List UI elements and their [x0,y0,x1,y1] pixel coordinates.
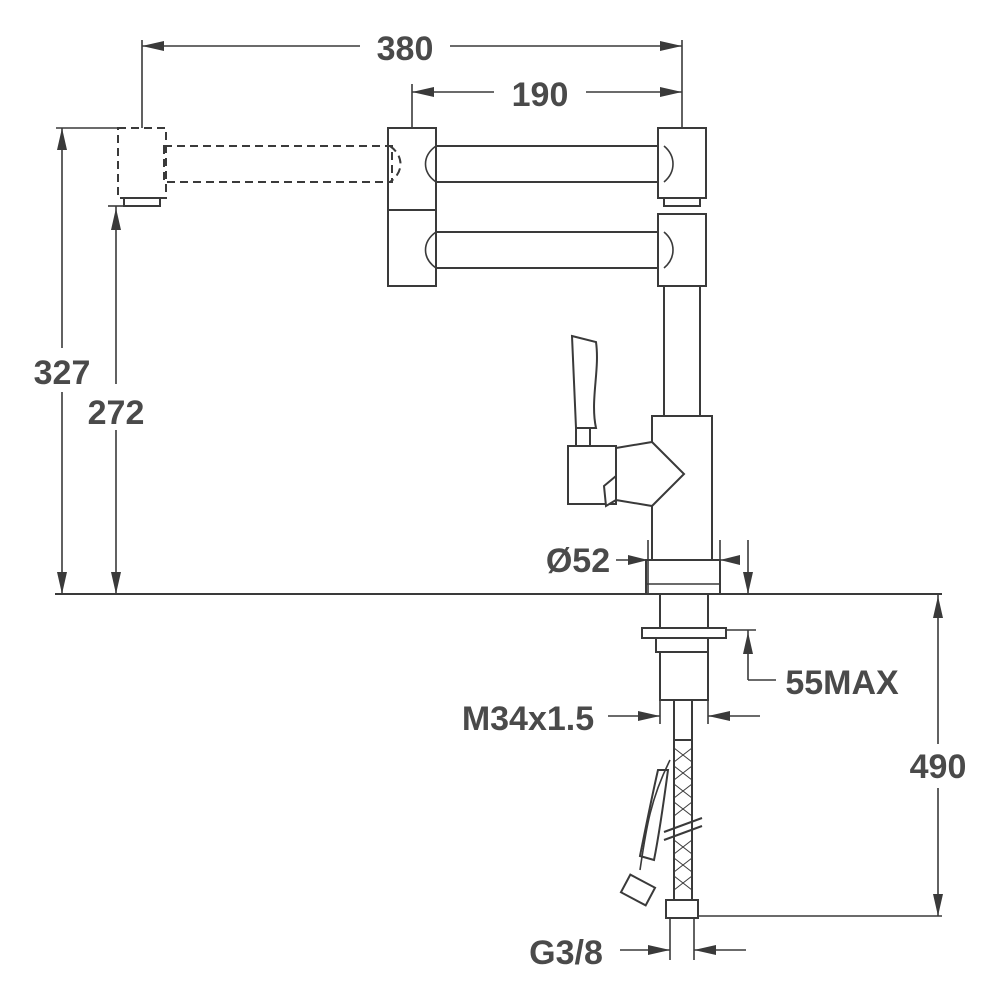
mount-shank-upper [659,593,709,629]
vertical-column [663,285,701,417]
secondary-hose-connector [619,873,657,907]
dimension-base-diameter: Ø52 [546,540,740,594]
mount-washer [641,627,727,639]
upper-arm-pipe [431,145,665,183]
label-327: 327 [34,354,91,392]
label-m34x1-5: M34x1.5 [462,700,594,738]
main-hose-connector [665,899,699,919]
dimension-width-arm: 190 [411,76,682,128]
label-490: 490 [910,748,967,786]
aerator [663,197,701,207]
right-lower-joint [657,213,707,287]
lever-stem [575,427,591,447]
label-272: 272 [88,394,145,432]
mount-nut [655,637,709,653]
label-55max: 55MAX [785,664,899,702]
main-hose [673,739,693,901]
left-lower-elbow [387,209,437,287]
mount-shank-lower [659,651,709,701]
label-diameter-52: Ø52 [546,542,610,580]
dimension-height-spout: 272 [88,205,145,594]
dimension-thread: M34x1.5 [462,700,760,738]
label-g3-8: G3/8 [529,934,603,972]
dimension-width-total: 380 [141,30,683,128]
dimension-height-total: 327 [34,127,118,594]
left-upper-elbow [387,127,437,211]
lower-arm-pipe [431,231,665,269]
lever-handle [570,334,598,429]
extended-aerator [123,197,161,207]
right-upper-joint [657,127,707,199]
dimension-hose-connector: G3/8 [529,918,746,972]
label-380: 380 [377,30,434,68]
mounting-assembly [619,593,727,919]
dimension-deck-thickness: 55MAX [726,540,899,702]
secondary-hose [638,769,670,862]
base-plate [645,559,721,595]
label-190: 190 [512,76,569,114]
extended-arm-pipe [163,145,393,183]
swing-arms [117,127,707,287]
hose-ferrule [673,699,693,741]
dimension-hose-length: 490 [698,594,967,917]
extended-arm-joint [117,127,167,199]
